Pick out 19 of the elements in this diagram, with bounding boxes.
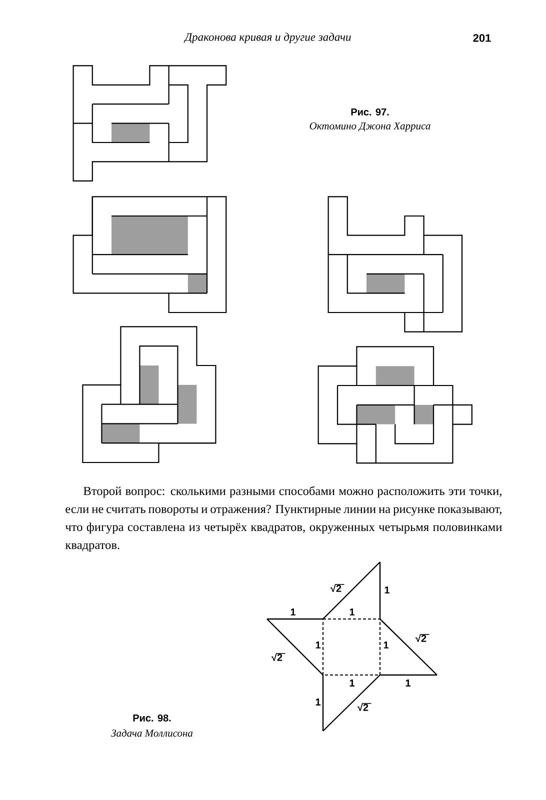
figure-number: Рис. 97. (351, 108, 389, 116)
length-label: 1 (384, 642, 388, 648)
length-label: 1 (316, 642, 320, 648)
length-label: √2 (330, 584, 345, 592)
page-number: 201 (473, 34, 491, 42)
figure-number: Рис. 98. (133, 714, 171, 722)
figure-title: Задача Моллисона (111, 729, 193, 737)
length-label: √2 (358, 702, 372, 712)
length-label: 1 (350, 608, 354, 616)
length-label: √2 (272, 652, 286, 662)
length-label: 1 (406, 680, 410, 686)
length-label: √2 (416, 634, 430, 642)
length-label: 1 (384, 586, 390, 594)
length-label: 1 (316, 698, 320, 706)
running-head: Драконова кривая и другие задачи (184, 32, 351, 44)
body-paragraph: Второй вопрос: сколькими разными способами можно расположить эти точки, если не считать повороты и отражения? Пунктирные линии на рисунке показывают, что фигура составлена из четырёх квадратов, окруженных четырьмя половинками квадратов. (65, 486, 502, 552)
length-label: 1 (290, 608, 296, 616)
figure-title: Октомино Джона Харриса (310, 122, 430, 132)
length-label: 1 (350, 680, 354, 686)
